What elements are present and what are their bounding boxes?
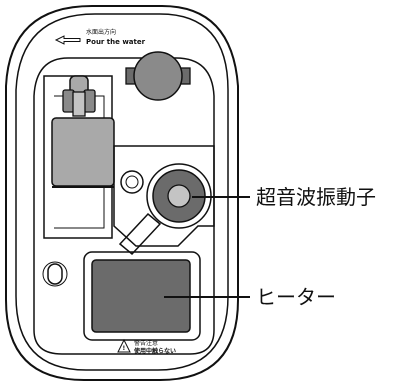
oval-slot <box>47 263 63 285</box>
diagonal-channel <box>118 212 162 256</box>
warning-line-1: 警告注意 <box>134 339 158 347</box>
ultrasonic-label: 超音波振動子 <box>256 185 376 209</box>
left-module-shell <box>43 75 113 239</box>
svg-text:!: ! <box>123 345 126 352</box>
inner-wall <box>15 13 229 371</box>
float-block-lower <box>52 186 114 188</box>
warning-line-2: 使用中触らない <box>133 347 176 355</box>
ultrasonic-transducer <box>146 163 212 229</box>
outer-housing <box>5 5 239 381</box>
top-rotor <box>125 51 191 101</box>
chamber-frame <box>113 145 215 247</box>
float-block <box>51 117 115 187</box>
valve-assembly <box>62 75 96 117</box>
pour-direction-jp: 水面出方向 <box>86 28 116 36</box>
reservoir <box>33 57 215 355</box>
sensor-ring-inner <box>125 175 139 189</box>
warning-triangle-icon: ! <box>117 338 131 353</box>
sensor-ring <box>120 170 144 194</box>
oval-slot-ring <box>42 261 68 287</box>
pour-direction-en: Pour the water <box>86 38 146 46</box>
heater-label: ヒーター <box>256 285 336 309</box>
arrow-left-icon <box>54 35 81 45</box>
